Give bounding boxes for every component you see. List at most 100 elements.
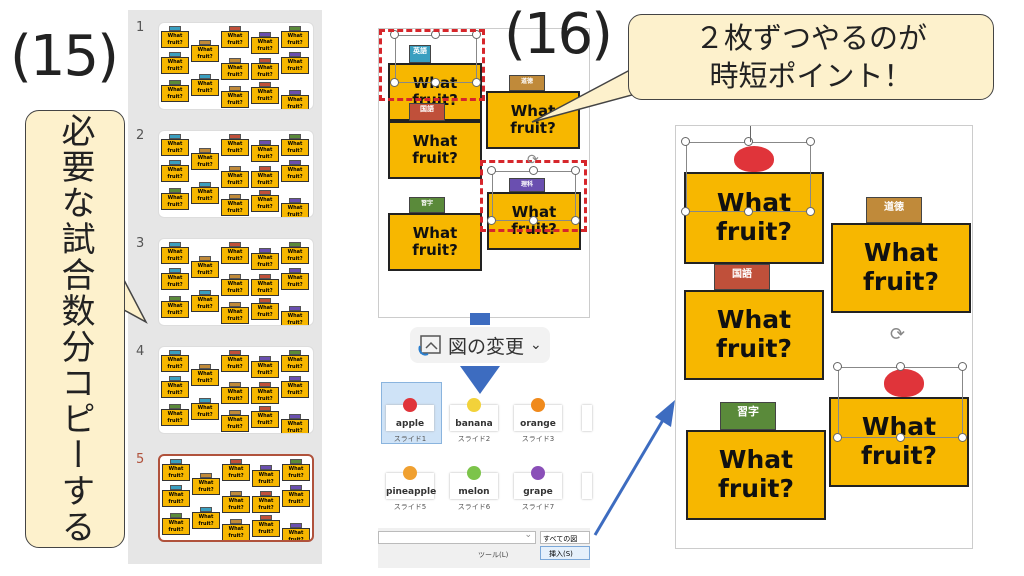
resize-handle[interactable] — [895, 362, 905, 371]
picture-item-label: grape — [523, 487, 553, 497]
question-card[interactable]: What fruit? — [487, 192, 581, 250]
insert-button[interactable]: 挿入(S) — [540, 546, 590, 560]
book-image: 道徳 — [509, 75, 545, 91]
tools-menu[interactable]: ツール(L) — [478, 551, 509, 559]
callout-line-2: 時短ポイント！ — [709, 59, 913, 93]
slide-thumbnail[interactable]: What fruit?What fruit?What fruit?What fr… — [158, 346, 314, 434]
mini-book-image — [199, 148, 211, 153]
slide-label: スライド1 — [393, 435, 427, 443]
resize-handle[interactable] — [895, 433, 905, 442]
down-arrow-icon — [460, 366, 500, 394]
mini-book-image — [199, 182, 211, 187]
change-picture-label: 図の変更 — [448, 335, 525, 358]
slide-number: 4 — [136, 344, 145, 359]
slide-number: 2 — [136, 128, 145, 143]
mini-book-image — [290, 459, 302, 464]
picture-item-partial[interactable] — [582, 473, 592, 499]
picture-item-melon[interactable]: melon — [450, 466, 498, 499]
selection-box — [838, 367, 963, 438]
resize-handle[interactable] — [487, 216, 496, 225]
resize-handle[interactable] — [681, 207, 690, 216]
mini-card: What fruit? — [251, 37, 279, 54]
top-callout: ２枚ずつやるのが 時短ポイント！ — [628, 14, 994, 100]
mini-book-image — [169, 134, 181, 139]
mini-book-image — [169, 188, 181, 193]
resize-handle[interactable] — [390, 78, 399, 87]
mini-book-image — [289, 242, 301, 247]
mini-card: What fruit? — [192, 512, 220, 529]
resize-handle[interactable] — [431, 78, 440, 87]
mini-book-image — [289, 268, 301, 273]
slide-thumbnail[interactable]: What fruit?What fruit?What fruit?What fr… — [158, 130, 314, 218]
mini-card: What fruit? — [162, 490, 190, 507]
mini-card: What fruit? — [251, 195, 279, 212]
slide-thumbnail-panel[interactable]: What fruit?What fruit?What fruit?What fr… — [128, 10, 322, 564]
mini-card: What fruit? — [281, 355, 309, 372]
book-image: 習字 — [720, 402, 776, 430]
resize-handle[interactable] — [958, 433, 967, 442]
slide-label: スライド7 — [521, 503, 555, 511]
mini-book-image — [260, 491, 272, 496]
mini-card: What fruit? — [221, 355, 249, 372]
book-image: 国語 — [714, 264, 770, 290]
mini-card: What fruit? — [222, 524, 250, 540]
resize-handle[interactable] — [472, 78, 481, 87]
mini-card: What fruit? — [161, 165, 189, 182]
resize-handle[interactable] — [571, 166, 580, 175]
selection-box — [686, 142, 811, 212]
picture-item-grape[interactable]: grape — [514, 466, 562, 499]
question-card[interactable]: What fruit? — [831, 223, 971, 313]
slide-thumbnail[interactable]: What fruit?What fruit?What fruit?What fr… — [158, 22, 314, 110]
resize-handle[interactable] — [806, 207, 815, 216]
resize-handle[interactable] — [743, 137, 753, 146]
resize-handle[interactable] — [529, 216, 538, 225]
resize-handle[interactable] — [958, 362, 967, 371]
resize-handle[interactable] — [833, 433, 842, 442]
mini-card: What fruit? — [252, 520, 280, 537]
question-card[interactable]: What fruit? — [684, 172, 824, 264]
resize-handle[interactable] — [806, 137, 815, 146]
resize-handle[interactable] — [529, 166, 538, 175]
filename-input[interactable]: ⌄ — [378, 530, 536, 544]
resize-handle[interactable] — [681, 137, 690, 146]
resize-handle[interactable] — [833, 362, 842, 371]
picture-item-pineapple[interactable]: pineapple — [386, 466, 436, 499]
mini-card: What fruit? — [221, 31, 249, 48]
mini-book-image — [289, 134, 301, 139]
file-type-select[interactable]: すべての図 — [540, 531, 590, 544]
mini-book-image — [169, 404, 181, 409]
mini-card: What fruit? — [192, 478, 220, 495]
change-picture-button[interactable]: 図の変更 ⌄ — [410, 327, 550, 363]
resize-handle[interactable] — [571, 216, 580, 225]
picture-item-banana[interactable]: banana — [450, 398, 498, 431]
mini-book-image — [169, 350, 181, 355]
mini-card: What fruit? — [281, 203, 309, 217]
question-card[interactable]: What fruit? — [684, 290, 824, 380]
picture-item-apple[interactable]: apple — [386, 398, 434, 431]
mini-card: What fruit? — [281, 273, 309, 290]
mini-book-image — [289, 414, 301, 419]
mini-book-image — [229, 134, 241, 139]
slide-thumbnail[interactable]: What fruit?What fruit?What fruit?What fr… — [158, 238, 314, 326]
mini-book-image — [229, 302, 241, 307]
mini-card: What fruit? — [282, 464, 310, 481]
picture-item-orange[interactable]: orange — [514, 398, 562, 431]
question-card[interactable]: What fruit? — [388, 213, 482, 271]
question-card[interactable]: What fruit? — [829, 397, 969, 487]
mini-card: What fruit? — [161, 409, 189, 426]
question-card[interactable]: What fruit? — [388, 121, 482, 179]
change-picture-icon — [418, 335, 441, 356]
mini-card: What fruit? — [251, 387, 279, 404]
resize-handle[interactable] — [743, 207, 753, 216]
rotate-handle-icon[interactable]: ⟳ — [890, 324, 906, 345]
slide-thumbnail[interactable]: What fruit?What fruit?What fruit?What fr… — [158, 454, 314, 542]
resize-handle[interactable] — [487, 166, 496, 175]
mini-book-image — [290, 485, 302, 490]
rotate-handle-icon[interactable]: ⟳ — [527, 152, 539, 168]
mini-card: What fruit? — [191, 79, 219, 96]
question-card[interactable]: What fruit? — [686, 430, 826, 520]
picture-item-partial[interactable] — [582, 405, 592, 431]
mini-card: What fruit? — [251, 87, 279, 104]
